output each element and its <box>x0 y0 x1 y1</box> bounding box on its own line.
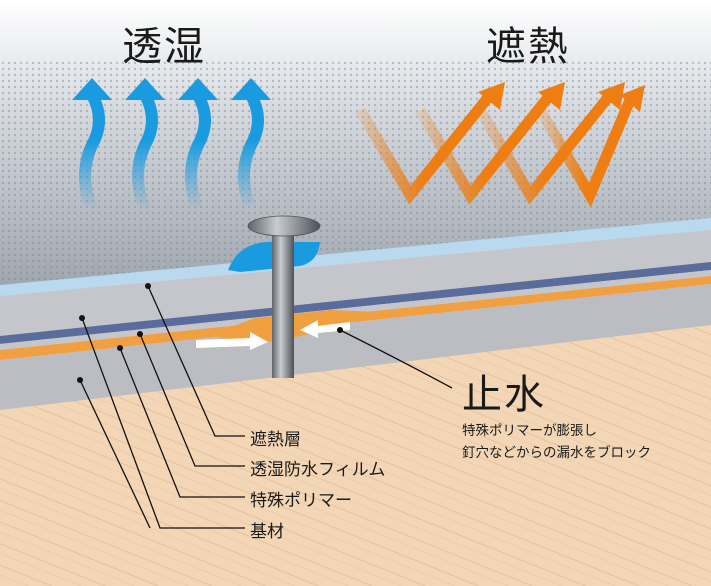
heat-arrows <box>355 91 636 208</box>
label-waterproof-film: 透湿防水フィルム <box>250 460 386 480</box>
seal-arrows <box>196 320 350 350</box>
leader-lines <box>79 285 453 529</box>
desc-line-1: 特殊ポリマーが膨張し <box>462 423 597 439</box>
nail <box>272 230 294 378</box>
base-board <box>0 284 711 410</box>
label-heat-layer: 遮熱層 <box>250 430 301 450</box>
nail-head <box>247 215 321 237</box>
moisture-arrows <box>79 92 264 213</box>
heat-shield-title: 遮熱 <box>486 24 570 70</box>
water-stop-description: 特殊ポリマーが膨張し 釘穴などからの漏水をブロック <box>462 420 651 464</box>
label-base: 基材 <box>250 522 284 542</box>
waterproof-film <box>0 262 711 344</box>
desc-line-2: 釘穴などからの漏水をブロック <box>462 445 651 461</box>
water-stop-title: 止水 <box>462 372 546 418</box>
moisture-permeable-title: 透湿 <box>122 24 206 70</box>
label-special-polymer: 特殊ポリマー <box>250 491 352 511</box>
heat-reflective-layer <box>0 230 711 336</box>
